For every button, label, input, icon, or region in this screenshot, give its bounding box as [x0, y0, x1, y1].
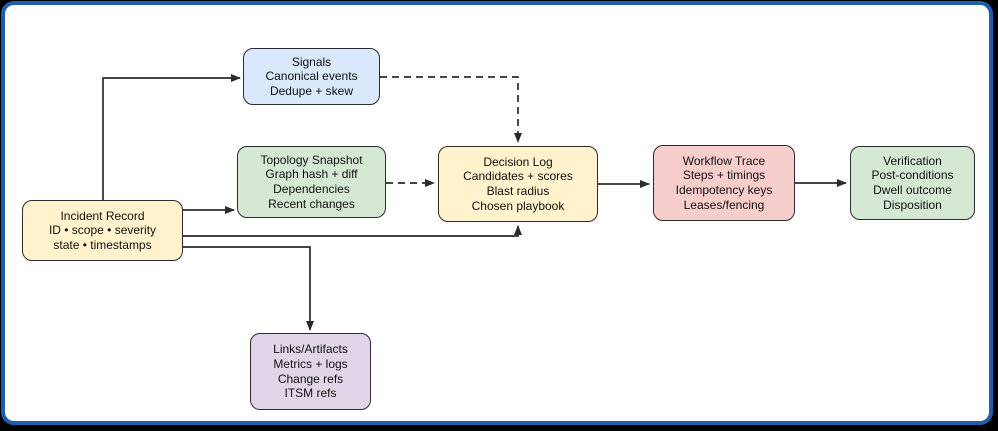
node-incident-record[interactable]: Incident Record ID • scope • severity st… [22, 200, 183, 261]
node-line: Dedupe + skew [269, 83, 354, 98]
node-line: Idempotency keys [675, 183, 773, 197]
node-line: Change refs [277, 371, 344, 386]
node-title: Verification [883, 153, 942, 168]
node-title: Signals [291, 54, 332, 69]
node-line: Graph hash + diff [265, 167, 358, 182]
node-line: Dependencies [273, 182, 350, 196]
node-line: state • timestamps [53, 237, 152, 252]
node-line: Metrics + logs [273, 356, 348, 371]
node-line: ITSM refs [284, 386, 337, 401]
node-line: Steps + timings [682, 168, 766, 183]
node-line: Recent changes [268, 196, 355, 211]
node-title: Incident Record [60, 208, 145, 223]
node-workflow-trace[interactable]: Workflow Trace Steps + timings Idempoten… [653, 145, 795, 221]
node-line: Leases/fencing [683, 197, 765, 212]
node-line: Chosen playbook [471, 198, 565, 213]
node-signals[interactable]: Signals Canonical events Dedupe + skew [243, 48, 380, 105]
node-title: Topology Snapshot [260, 152, 363, 167]
node-line: Post-conditions [871, 168, 954, 183]
node-line: ID • scope • severity [48, 223, 157, 238]
node-line: Blast radius [486, 184, 550, 198]
node-line: Canonical events [265, 69, 358, 84]
node-title: Decision Log [483, 154, 553, 169]
node-line: Disposition [883, 197, 942, 212]
node-topology-snapshot[interactable]: Topology Snapshot Graph hash + diff Depe… [237, 146, 386, 218]
node-verification[interactable]: Verification Post-conditions Dwell outco… [850, 146, 975, 220]
node-line: Candidates + scores [463, 169, 573, 184]
node-decision-log[interactable]: Decision Log Candidates + scores Blast r… [438, 146, 598, 222]
node-line: Dwell outcome [873, 183, 952, 197]
node-title: Workflow Trace [682, 153, 766, 168]
node-links-artifacts[interactable]: Links/Artifacts Metrics + logs Change re… [250, 333, 371, 410]
node-title: Links/Artifacts [273, 342, 348, 357]
